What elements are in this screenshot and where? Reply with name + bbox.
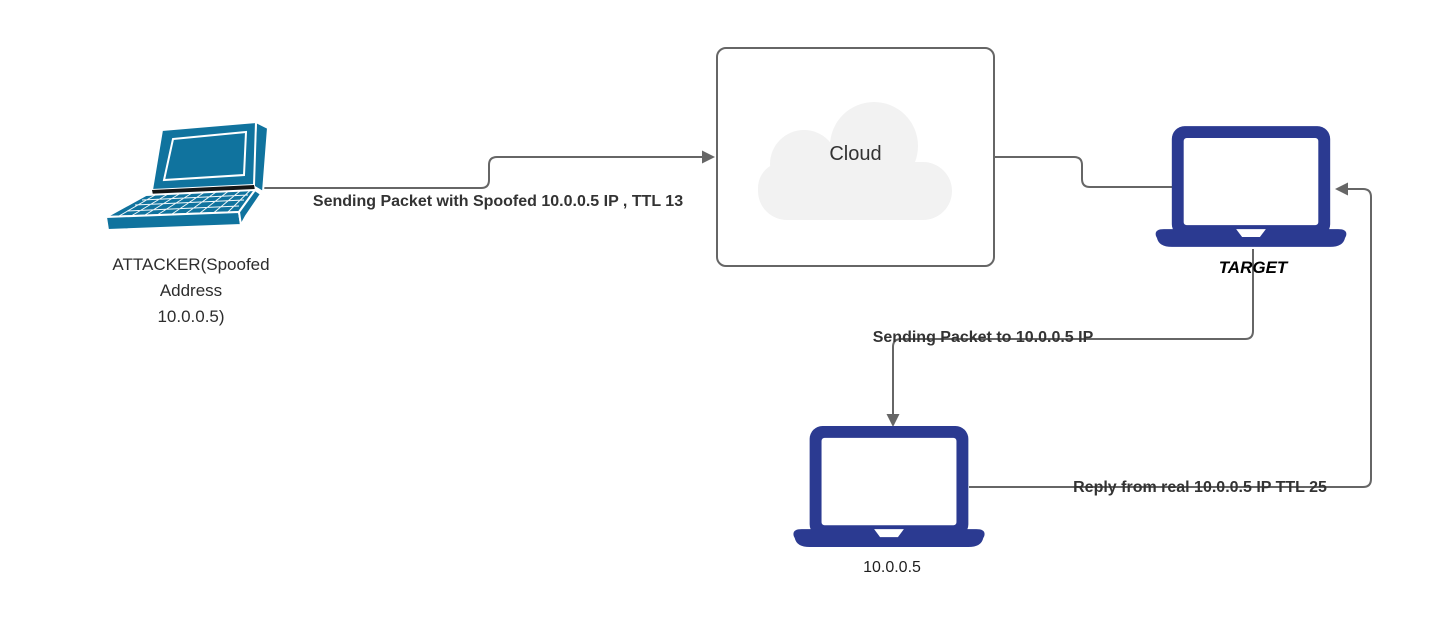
laptop-base-notch bbox=[874, 529, 904, 538]
laptop-hinge bbox=[152, 185, 255, 195]
laptop-screen bbox=[162, 130, 248, 182]
laptop-base-notch bbox=[1236, 229, 1266, 237]
laptop-base bbox=[793, 529, 985, 548]
edge-host-to-target bbox=[969, 188, 1372, 488]
edge-label-send-to-host: Sending Packet to 10.0.0.5 IP bbox=[872, 329, 1094, 346]
laptop-base bbox=[1155, 229, 1347, 247]
edge-attacker-to-cloud bbox=[256, 156, 702, 189]
laptop-right-edge bbox=[237, 188, 263, 229]
edge-label-reply: Reply from real 10.0.0.5 IP TTL 25 bbox=[1073, 479, 1327, 496]
cloud-label: Cloud bbox=[829, 143, 882, 165]
arrowhead-into-host bbox=[886, 414, 900, 427]
arrowhead-into-target bbox=[1335, 182, 1348, 196]
attacker-laptop-icon[interactable] bbox=[98, 118, 270, 240]
laptop-screen bbox=[1183, 138, 1319, 226]
keyboard-grid bbox=[118, 190, 251, 217]
arrowhead-into-cloud bbox=[702, 150, 715, 164]
real-host-laptop-icon[interactable] bbox=[791, 426, 987, 551]
target-laptop-icon[interactable] bbox=[1154, 126, 1348, 251]
attacker-label-line3: 10.0.0.5) bbox=[157, 307, 225, 326]
cloud-icon bbox=[758, 102, 952, 220]
laptop-screen bbox=[821, 437, 957, 526]
real-host-label: 10.0.0.5 bbox=[863, 559, 921, 576]
edge-label-spoofed-packet: Sending Packet with Spoofed 10.0.0.5 IP … bbox=[312, 193, 684, 210]
attacker-label: ATTACKER(Spoofed Address 10.0.0.5) bbox=[85, 252, 297, 330]
edge-target-to-host bbox=[892, 249, 1254, 414]
attacker-label-line1: ATTACKER(Spoofed bbox=[112, 255, 270, 274]
edge-cloud-to-target bbox=[995, 156, 1172, 188]
target-label: TARGET bbox=[1218, 258, 1288, 277]
attacker-label-line2: Address bbox=[159, 281, 223, 300]
